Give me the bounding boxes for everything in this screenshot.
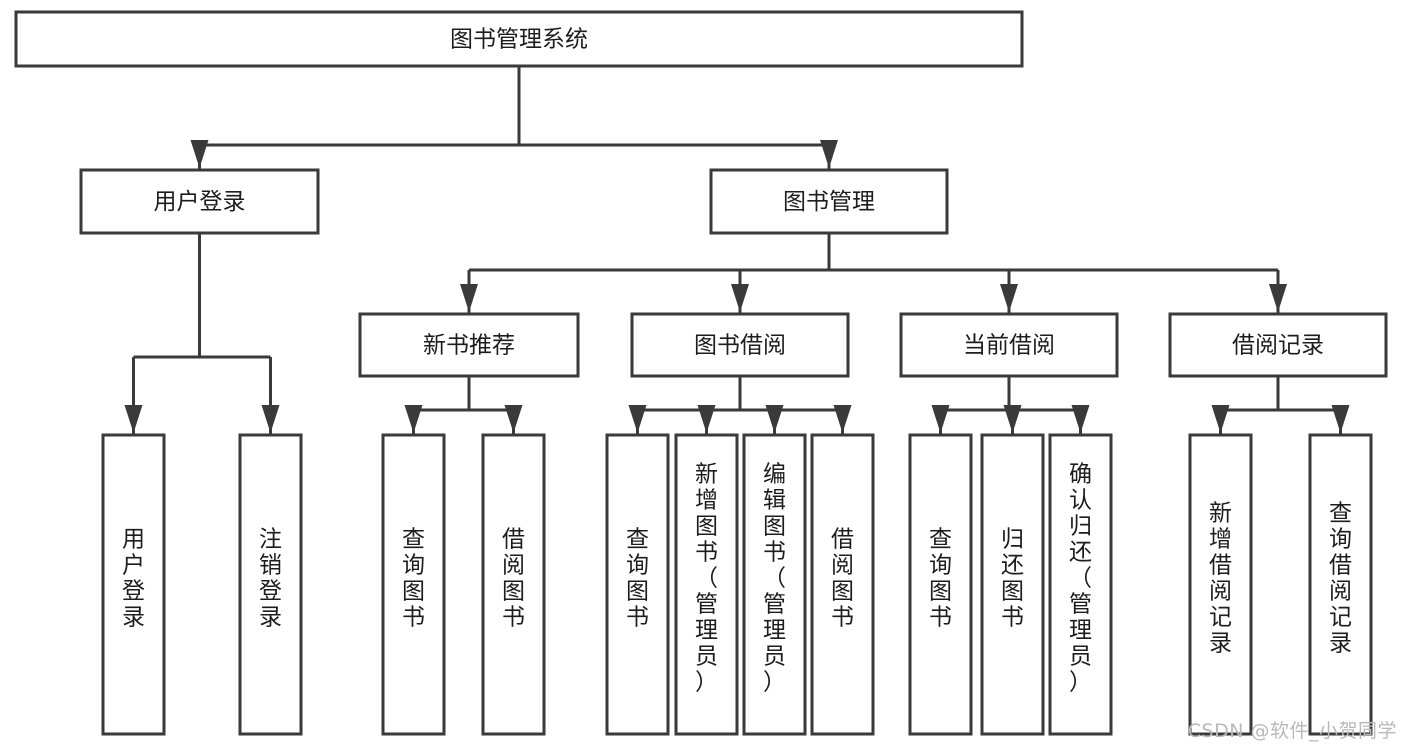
node-l2-用户登录-label: 用户登录 — [154, 189, 246, 215]
node-leaf-2-查询图书-label: 查询图书 — [402, 527, 425, 631]
node-l3-图书借阅-box — [630, 312, 850, 378]
node-leaf-0-用户登录-box — [101, 433, 166, 736]
node-leaf-12-查询借阅记录-label: 查询借阅记录 — [1329, 501, 1352, 657]
node-l3-新书推荐[interactable]: 新书推荐 — [358, 312, 580, 378]
node-l2-用户登录-box — [79, 168, 320, 235]
node-l2-图书管理-label: 图书管理 — [783, 189, 875, 215]
node-leaf-11-新增借阅记录[interactable]: 新增借阅记录 — [1188, 433, 1253, 736]
node-leaf-9-归还图书-box — [980, 433, 1045, 736]
node-leaf-4-查询图书[interactable]: 查询图书 — [605, 433, 670, 736]
node-l3-当前借阅-label: 当前借阅 — [963, 333, 1055, 359]
node-l3-新书推荐-box — [358, 312, 580, 378]
node-l3-新书推荐-label: 新书推荐 — [423, 333, 515, 359]
node-leaf-10-确认归还管理员-box — [1048, 433, 1113, 736]
arrow-icon-leaf — [765, 405, 784, 433]
node-l3-借阅记录-label: 借阅记录 — [1232, 333, 1324, 359]
node-leaf-1-注销登录-box — [238, 433, 303, 736]
node-l3-图书借阅[interactable]: 图书借阅 — [630, 312, 850, 378]
arrow-icon-leaf — [124, 405, 143, 433]
node-leaf-0-用户登录[interactable]: 用户登录 — [101, 433, 166, 736]
node-root-图书管理系统[interactable]: 图书管理系统 — [14, 10, 1024, 68]
node-leaf-8-查询图书[interactable]: 查询图书 — [908, 433, 973, 736]
node-layer: 图书管理系统用户登录图书管理新书推荐图书借阅当前借阅借阅记录用户登录注销登录查询… — [14, 10, 1388, 736]
arrow-icon-leaf — [261, 405, 280, 433]
node-l3-图书借阅-label: 图书借阅 — [694, 333, 786, 359]
node-leaf-1-注销登录-label: 注销登录 — [259, 527, 282, 631]
node-l3-借阅记录-box — [1168, 312, 1388, 378]
node-leaf-2-查询图书-box — [381, 433, 446, 736]
arrow-icon-leaf — [1071, 405, 1090, 433]
node-leaf-6-编辑图书管理员-box — [742, 433, 807, 736]
node-leaf-6-编辑图书管理员-label: 编辑图书（管理员） — [763, 462, 786, 696]
node-leaf-12-查询借阅记录[interactable]: 查询借阅记录 — [1308, 433, 1373, 736]
connector-layer — [124, 66, 1350, 434]
node-l3-当前借阅-box — [899, 312, 1119, 378]
node-leaf-5-新增图书管理员-box — [674, 433, 739, 736]
node-leaf-7-借阅图书-label: 借阅图书 — [831, 527, 854, 631]
node-leaf-5-新增图书管理员[interactable]: 新增图书（管理员） — [674, 433, 739, 736]
arrow-icon-leaf — [697, 405, 716, 433]
node-leaf-0-用户登录-label: 用户登录 — [122, 527, 145, 631]
node-leaf-1-注销登录[interactable]: 注销登录 — [238, 433, 303, 736]
arrow-icon-借阅记录 — [1269, 284, 1287, 312]
node-leaf-5-新增图书管理员-label: 新增图书（管理员） — [695, 462, 718, 696]
node-leaf-11-新增借阅记录-box — [1188, 433, 1253, 736]
arrow-icon-leaf — [504, 405, 523, 433]
node-leaf-6-编辑图书管理员[interactable]: 编辑图书（管理员） — [742, 433, 807, 736]
node-l2-用户登录[interactable]: 用户登录 — [79, 168, 320, 235]
node-l2-图书管理[interactable]: 图书管理 — [709, 168, 949, 235]
node-leaf-7-借阅图书-box — [810, 433, 875, 736]
node-root-图书管理系统-box — [14, 10, 1024, 68]
node-leaf-4-查询图书-box — [605, 433, 670, 736]
node-leaf-9-归还图书[interactable]: 归还图书 — [980, 433, 1045, 736]
arrow-icon-leaf — [833, 405, 852, 433]
node-root-图书管理系统-label: 图书管理系统 — [450, 27, 588, 53]
node-l3-当前借阅[interactable]: 当前借阅 — [899, 312, 1119, 378]
arrow-icon-leaf — [931, 405, 950, 433]
arrow-icon-新书推荐 — [460, 284, 478, 312]
node-leaf-9-归还图书-label: 归还图书 — [1001, 527, 1024, 631]
arrow-icon-leaf — [1331, 405, 1350, 433]
arrow-icon-leaf — [1211, 405, 1230, 433]
arrow-icon-用户登录 — [190, 140, 209, 168]
node-leaf-2-查询图书[interactable]: 查询图书 — [381, 433, 446, 736]
node-leaf-8-查询图书-label: 查询图书 — [929, 527, 952, 631]
node-leaf-10-确认归还管理员-label: 确认归还（管理员） — [1069, 462, 1092, 696]
node-leaf-10-确认归还管理员[interactable]: 确认归还（管理员） — [1048, 433, 1113, 736]
node-l3-借阅记录[interactable]: 借阅记录 — [1168, 312, 1388, 378]
node-leaf-11-新增借阅记录-label: 新增借阅记录 — [1209, 501, 1232, 657]
arrow-icon-图书借阅 — [731, 284, 749, 312]
arrow-icon-当前借阅 — [1000, 284, 1018, 312]
node-leaf-4-查询图书-label: 查询图书 — [626, 527, 649, 631]
node-leaf-7-借阅图书[interactable]: 借阅图书 — [810, 433, 875, 736]
arrow-icon-图书管理 — [820, 140, 838, 168]
node-leaf-3-借阅图书-box — [481, 433, 546, 736]
arrow-icon-leaf — [1003, 405, 1022, 433]
node-leaf-3-借阅图书-label: 借阅图书 — [502, 527, 525, 631]
arrow-icon-leaf — [628, 405, 647, 433]
node-leaf-8-查询图书-box — [908, 433, 973, 736]
arrow-icon-leaf — [404, 405, 423, 433]
node-leaf-12-查询借阅记录-box — [1308, 433, 1373, 736]
node-leaf-3-借阅图书[interactable]: 借阅图书 — [481, 433, 546, 736]
node-l2-图书管理-box — [709, 168, 949, 235]
